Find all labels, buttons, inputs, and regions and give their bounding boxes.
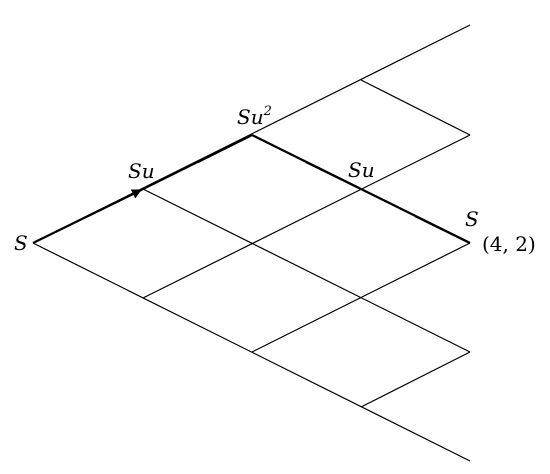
path-arrow-4 — [414, 215, 469, 243]
lattice-down-line-4 — [32, 242, 471, 462]
label-su-squared-exponent: 2 — [263, 104, 272, 119]
lattice-down-line-3 — [142, 188, 471, 353]
lattice-up-line-4 — [360, 351, 471, 408]
highlighted-path — [32, 134, 471, 244]
label-su-1: Su — [128, 159, 155, 183]
label-end-coordinate: (4, 2) — [482, 232, 536, 256]
lattice-down-line-1 — [360, 79, 471, 136]
label-su-2: Su — [348, 158, 375, 182]
label-su-squared: Su2 — [237, 104, 272, 129]
label-end-s: S — [465, 207, 479, 231]
path-arrow-2 — [197, 135, 251, 163]
path-arrow-1 — [87, 189, 142, 217]
lattice-up-line-2 — [142, 134, 471, 299]
label-root-s: S — [14, 231, 28, 255]
path-arrow-3 — [305, 161, 360, 189]
label-su-squared-base: Su — [237, 105, 264, 129]
lattice-lines — [32, 24, 471, 462]
